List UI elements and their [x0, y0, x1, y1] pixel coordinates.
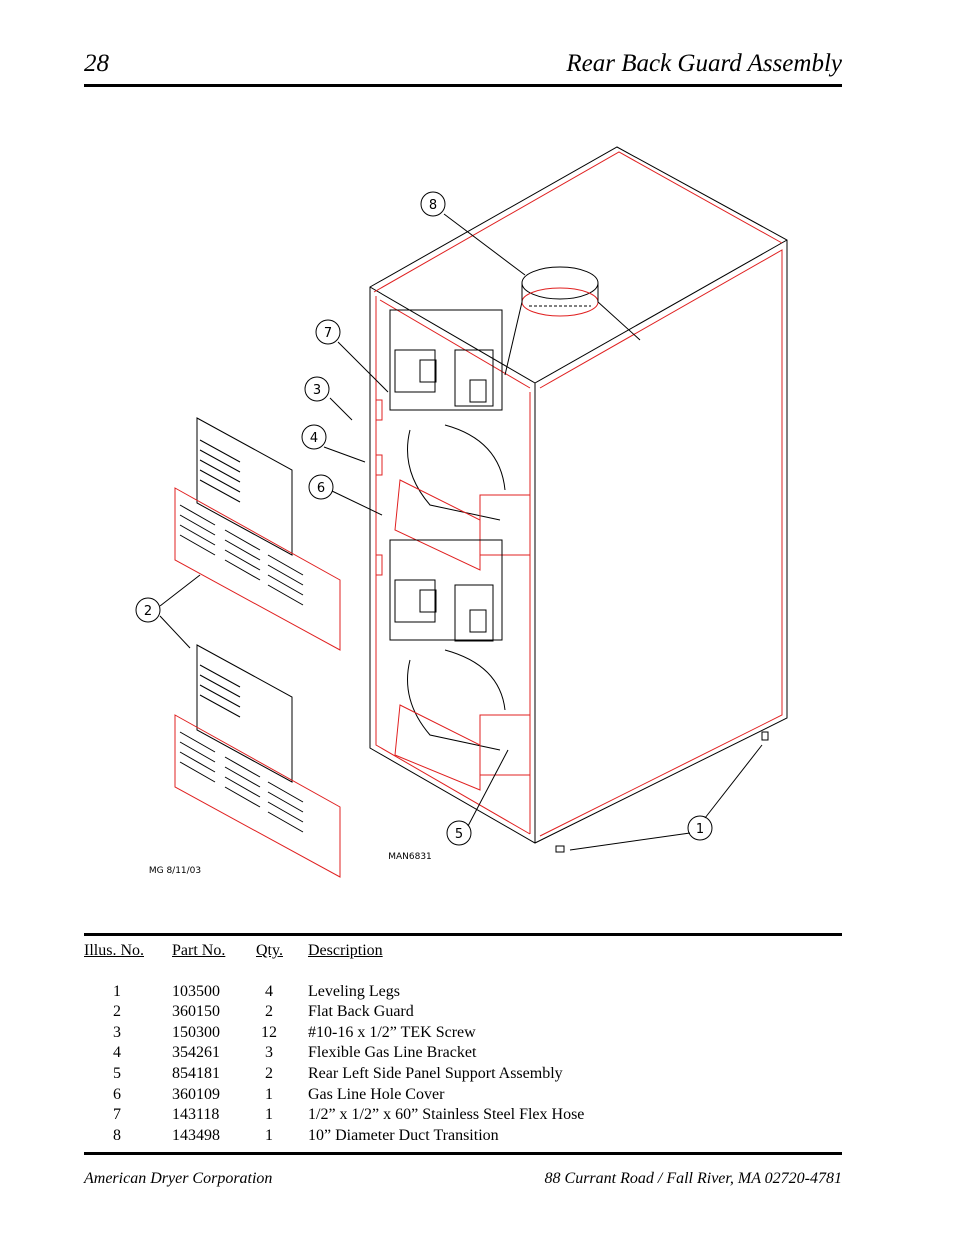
- upper-flat-back-guard: [174, 417, 341, 651]
- callout-7: 7: [324, 326, 332, 341]
- table-row: 1 103500 4 Leveling Legs: [84, 982, 842, 1003]
- callout-3: 3: [313, 383, 321, 398]
- cell-qty: 4: [265, 982, 273, 1000]
- lower-control-compartment: [389, 539, 531, 791]
- table-row: 7 143118 1 1/2” x 1/2” x 60” Stainless Stee…: [84, 1105, 842, 1126]
- table-top-rule: [84, 933, 842, 936]
- cell-description: #10-16 x 1/2” TEK Screw: [308, 1023, 476, 1041]
- callout-8: 8: [429, 198, 437, 213]
- duct-transition: [504, 266, 641, 376]
- callout-5: 5: [455, 827, 463, 842]
- table-bottom-rule: [84, 1152, 842, 1155]
- footer-address: 88 Currant Road / Fall River, MA 02720-4…: [544, 1170, 842, 1187]
- cell-illus-no: 7: [113, 1106, 121, 1124]
- cell-illus-no: 8: [113, 1126, 121, 1144]
- cell-part-no: 103500: [172, 982, 220, 1000]
- parts-table-header: Illus. No. Part No. Qty. Description: [84, 941, 842, 962]
- header-part-no: Part No.: [172, 942, 226, 959]
- table-row: 5 854181 2 Rear Left Side Panel Support Ass…: [84, 1064, 842, 1085]
- cell-qty: 2: [265, 1064, 273, 1082]
- cell-illus-no: 6: [113, 1085, 121, 1103]
- cell-part-no: 360109: [172, 1085, 220, 1103]
- cell-part-no: 150300: [172, 1023, 220, 1041]
- header-rule: [84, 84, 842, 87]
- cell-description: Rear Left Side Panel Support Assembly: [308, 1064, 563, 1082]
- footer-company: American Dryer Corporation: [84, 1170, 273, 1187]
- cell-illus-no: 3: [113, 1023, 121, 1041]
- cell-description: Flexible Gas Line Bracket: [308, 1044, 477, 1062]
- gas-line-brackets: [375, 399, 383, 576]
- cell-qty: 12: [261, 1023, 277, 1041]
- cell-illus-no: 5: [113, 1064, 121, 1082]
- cabinet-outline: [369, 146, 788, 844]
- cell-qty: 2: [265, 1003, 273, 1021]
- page-title: Rear Back Guard Assembly: [566, 50, 842, 77]
- cell-description: 1/2” x 1/2” x 60” Stainless Steel Flex H…: [308, 1106, 585, 1124]
- page-number: 28: [84, 50, 109, 77]
- callout-4: 4: [310, 431, 318, 446]
- cell-qty: 3: [265, 1044, 273, 1062]
- drawing-number: MAN6831: [388, 852, 432, 862]
- parts-table: Illus. No. Part No. Qty. Description 1 10…: [84, 941, 842, 1146]
- cell-description: Flat Back Guard: [308, 1003, 414, 1021]
- callout-6: 6: [317, 481, 325, 496]
- cell-part-no: 354261: [172, 1044, 220, 1062]
- leveling-legs: [555, 731, 769, 853]
- page-header: 28 Rear Back Guard Assembly: [84, 50, 842, 84]
- cell-qty: 1: [265, 1126, 273, 1144]
- drafter-note: MG 8/11/03: [149, 866, 201, 876]
- table-row: 4 354261 3 Flexible Gas Line Bracket: [84, 1043, 842, 1064]
- cell-description: Gas Line Hole Cover: [308, 1085, 445, 1103]
- cell-part-no: 854181: [172, 1064, 220, 1082]
- cell-description: Leveling Legs: [308, 982, 400, 1000]
- header-qty: Qty.: [256, 942, 283, 959]
- cell-part-no: 143118: [172, 1106, 220, 1124]
- upper-control-compartment: [389, 309, 531, 571]
- table-row: 8 143498 1 10” Diameter Duct Transition: [84, 1126, 842, 1147]
- cell-qty: 1: [265, 1106, 273, 1124]
- callout-circles: [135, 191, 713, 846]
- table-row: 6 360109 1 Gas Line Hole Cover: [84, 1085, 842, 1106]
- callout-1: 1: [696, 822, 704, 837]
- cell-illus-no: 2: [113, 1003, 121, 1021]
- lower-flat-back-guard: [174, 644, 341, 878]
- header-description: Description: [308, 942, 383, 959]
- cell-description: 10” Diameter Duct Transition: [308, 1126, 499, 1144]
- cell-part-no: 360150: [172, 1003, 220, 1021]
- header-illus-no: Illus. No.: [84, 942, 144, 959]
- cell-illus-no: 1: [113, 982, 121, 1000]
- cell-illus-no: 4: [113, 1044, 121, 1062]
- table-row: 2 360150 2 Flat Back Guard: [84, 1002, 842, 1023]
- cell-qty: 1: [265, 1085, 273, 1103]
- callout-leaders: [159, 213, 763, 851]
- cell-part-no: 143498: [172, 1126, 220, 1144]
- callout-2: 2: [144, 604, 152, 619]
- exploded-assembly-diagram: 8 7 3 4 6 2 5 1 MAN6831 MG 8/11/03: [135, 146, 788, 878]
- table-row: 3 150300 12 #10-16 x 1/2” TEK Screw: [84, 1023, 842, 1044]
